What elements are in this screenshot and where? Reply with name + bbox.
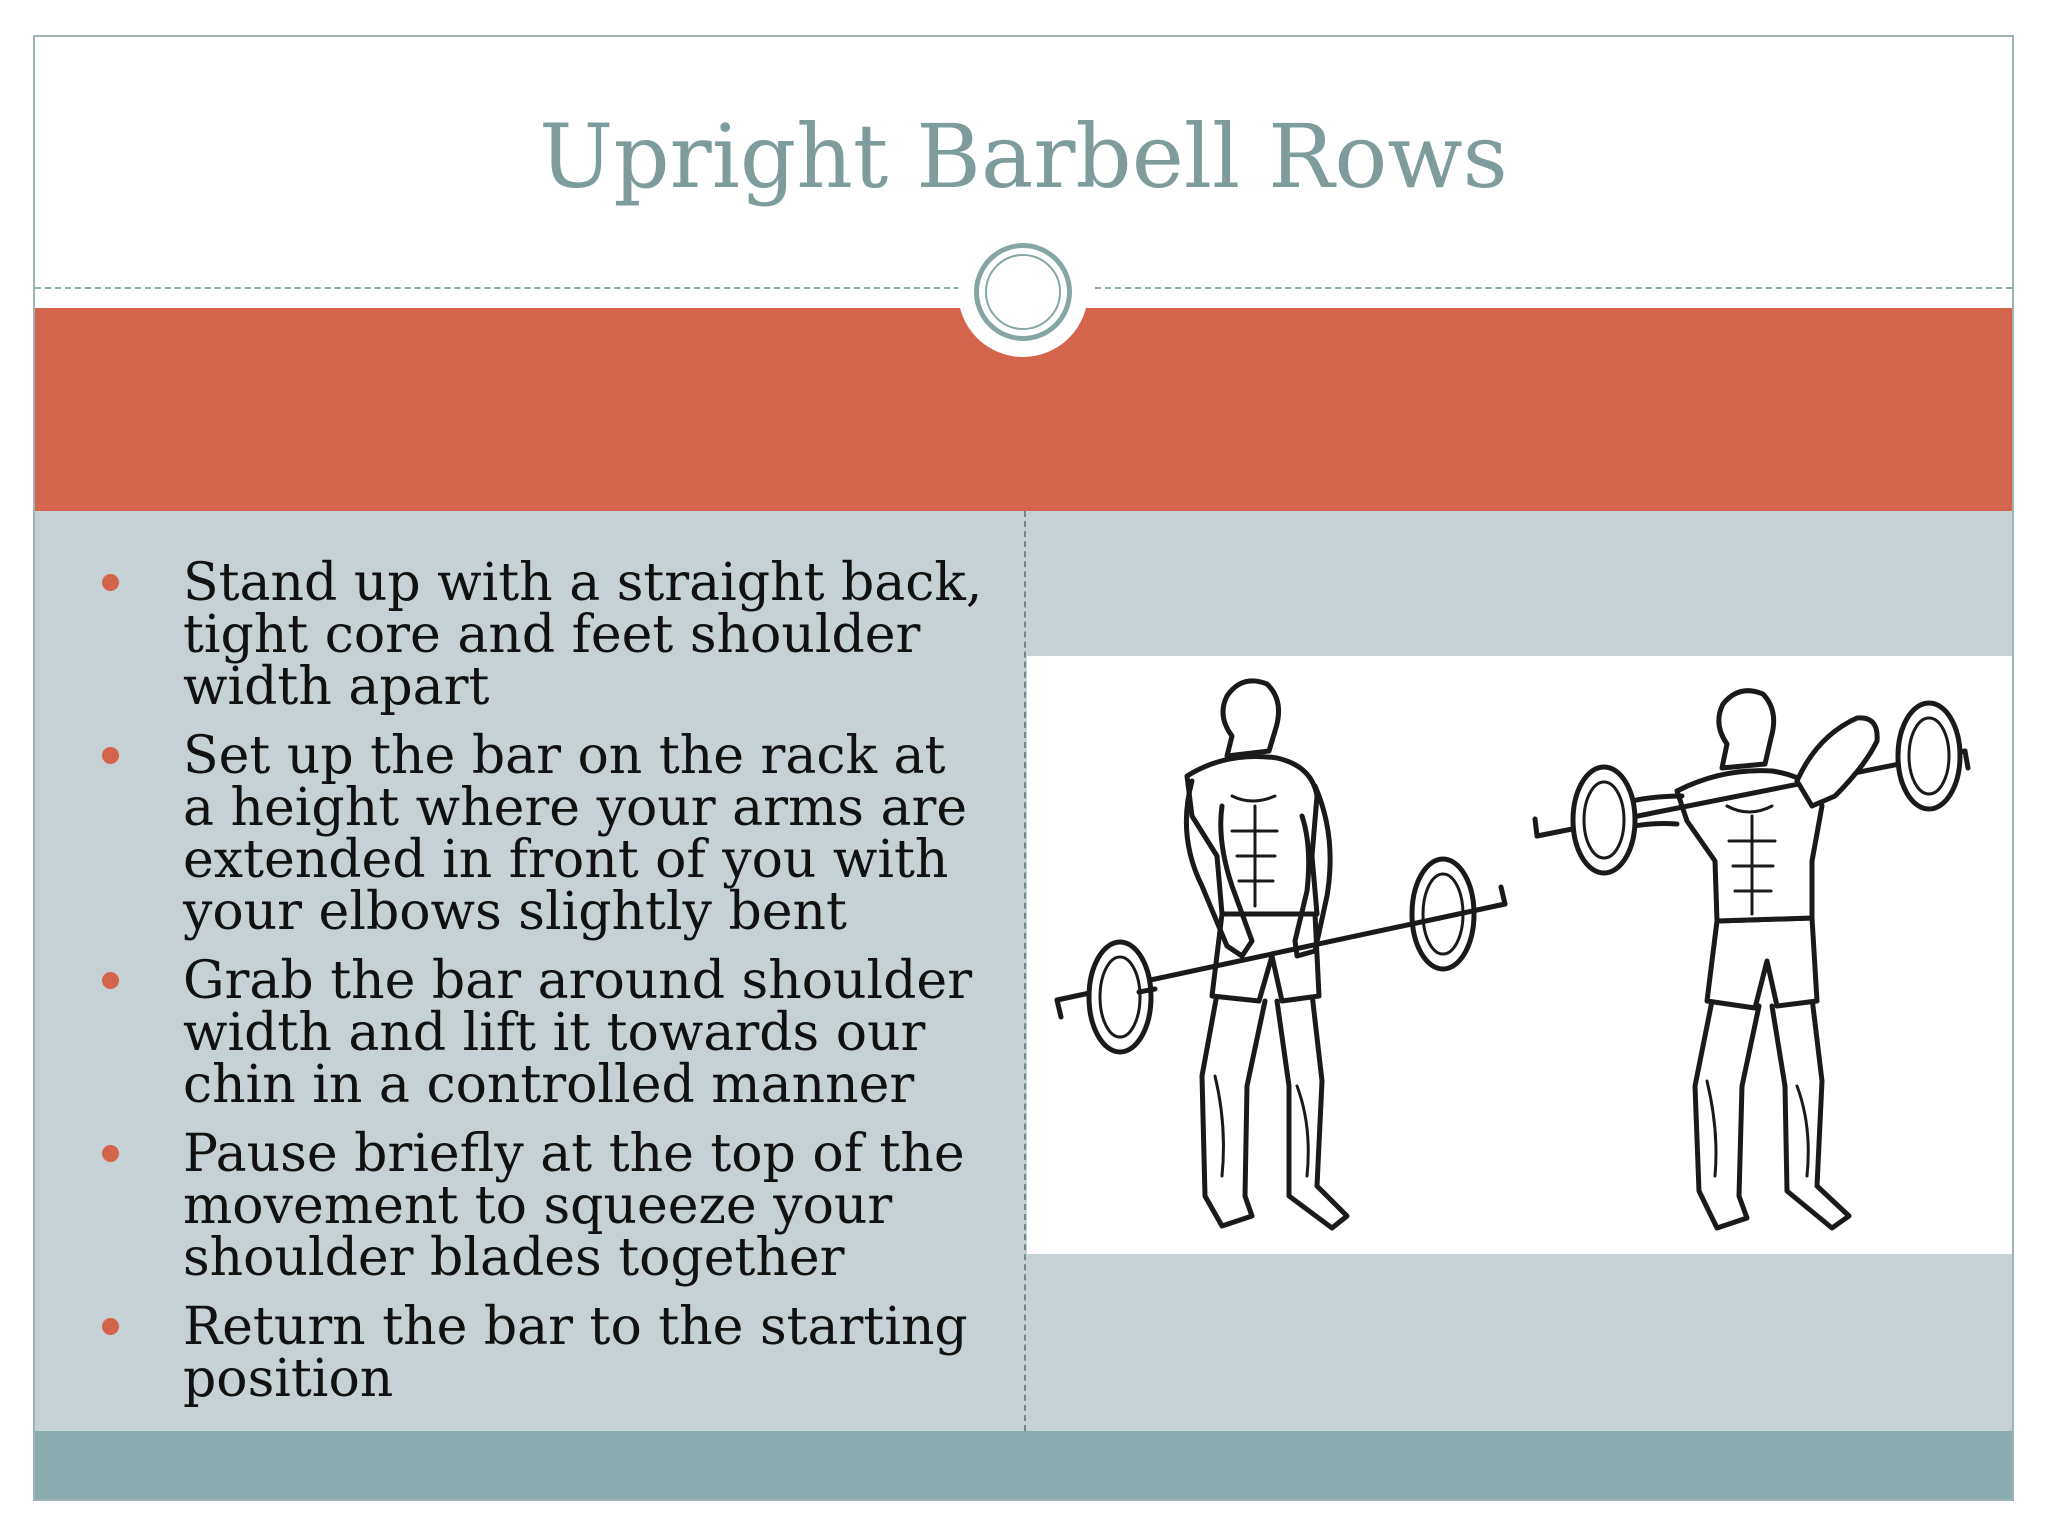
circle-ornament-inner-ring (985, 254, 1061, 330)
bullet-item: Set up the bar on the rack at a height w… (91, 730, 991, 938)
barbell-ends (1054, 884, 1508, 1020)
slide-title: Upright Barbell Rows (539, 105, 1508, 208)
figure-right-leg (1769, 995, 1852, 1231)
exercise-illustration (1027, 656, 2012, 1254)
figure-left-arm (1183, 778, 1255, 959)
bullet-dot-icon (102, 1145, 119, 1162)
bullet-dot-icon (102, 574, 119, 591)
figure-shorts (1704, 915, 1820, 1011)
barbell-plate-inner (1907, 716, 1951, 796)
column-divider (1024, 511, 1026, 1431)
figure-abs (1725, 804, 1777, 916)
figure-head (1220, 678, 1282, 759)
barbell-ends (1532, 748, 1971, 839)
bullet-dot-icon (102, 747, 119, 764)
bullet-item: Pause briefly at the top of the movement… (91, 1128, 991, 1284)
figure-left-leg (1199, 991, 1268, 1229)
figure-left-leg (1692, 998, 1762, 1231)
circle-ornament-ring (974, 243, 1072, 341)
title-divider-left (35, 287, 960, 289)
bullet-text: Grab the bar around shoulder width and l… (183, 951, 973, 1115)
bullet-list: Stand up with a straight back, tight cor… (91, 557, 991, 1422)
figure-right-arm (1794, 715, 1880, 809)
title-divider-right (1095, 287, 2012, 289)
figure-head (1716, 688, 1777, 771)
slide: Upright Barbell Rows Stand up with a str… (33, 35, 2014, 1501)
figure-abs (1230, 794, 1279, 908)
bullet-text: Return the bar to the starting position (183, 1297, 968, 1409)
bullet-item: Grab the bar around shoulder width and l… (91, 955, 991, 1111)
barbell-plate-inner (1582, 780, 1626, 860)
bullet-text: Stand up with a straight back, tight cor… (183, 553, 983, 717)
figure-right-leg (1274, 991, 1350, 1231)
bullet-dot-icon (102, 972, 119, 989)
figure-torso (1674, 768, 1825, 924)
barbell-plate-inner (1098, 955, 1142, 1039)
figure-leg-muscles (1213, 1074, 1310, 1178)
figure-torso (1184, 753, 1320, 917)
bullet-text: Set up the bar on the rack at a height w… (183, 726, 968, 942)
bullet-text: Pause briefly at the top of the movement… (183, 1124, 965, 1288)
footer-band (35, 1431, 2012, 1499)
exercise-illustration-svg (1054, 678, 1971, 1231)
figure-start-position (1054, 678, 1508, 1231)
bullet-item: Stand up with a straight back, tight cor… (91, 557, 991, 713)
content-area: Stand up with a straight back, tight cor… (35, 511, 2012, 1431)
bullet-dot-icon (102, 1318, 119, 1335)
figure-leg-muscles (1705, 1079, 1810, 1178)
figure-top-position (1532, 688, 1971, 1231)
figure-right-arm (1292, 783, 1333, 959)
bullet-item: Return the bar to the starting position (91, 1301, 991, 1405)
barbell-collar (1136, 986, 1158, 995)
